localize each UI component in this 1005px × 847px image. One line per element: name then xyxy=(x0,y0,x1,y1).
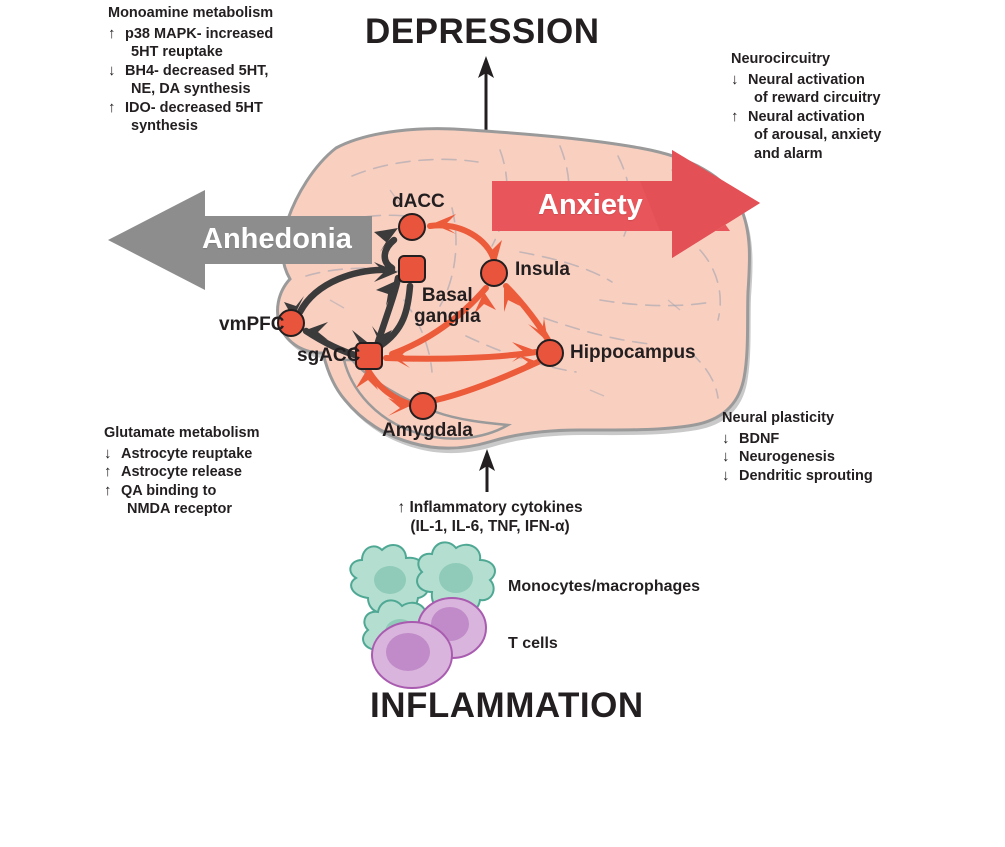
note-line: and alarm xyxy=(754,145,823,162)
node-basal-ganglia xyxy=(398,255,426,283)
arrow-down-symbol: ↓ xyxy=(722,466,730,484)
arrow-up-symbol: ↑ xyxy=(108,98,116,116)
cytokine-line-1: ↑ Inflammatory cytokines xyxy=(397,499,583,516)
arrow-down-symbol: ↓ xyxy=(722,448,730,465)
note-line: NE, DA synthesis xyxy=(131,81,251,97)
note-line: Astrocyte reuptake xyxy=(121,445,253,462)
note-heading: Neurocircuitry xyxy=(731,51,831,67)
note-neural-plasticity: Neural plasticity ↓ BDNF ↓ Neurogenesis … xyxy=(722,409,873,485)
region-label-sgacc: sgACC xyxy=(297,345,361,366)
note-item: ↑ Neural activation of arousal, anxiety … xyxy=(731,108,881,164)
note-line: of arousal, anxiety xyxy=(754,127,882,143)
note-line: Neural activation xyxy=(748,71,865,88)
region-label-vmpfc: vmPFC xyxy=(219,314,285,335)
banner-label-anhedonia: Anhedonia xyxy=(202,223,352,255)
label-t-cells: T cells xyxy=(508,635,558,652)
note-line: Neurogenesis xyxy=(739,449,835,465)
note-line: p38 MAPK- increased xyxy=(125,25,274,42)
note-line: BH4- decreased 5HT, xyxy=(125,62,269,79)
note-item: ↑ Astrocyte release xyxy=(104,463,260,482)
arrow-up-symbol: ↑ xyxy=(104,481,112,499)
arrow-up-symbol: ↑ xyxy=(108,24,116,42)
arrow-to-brain xyxy=(479,449,495,492)
note-line: synthesis xyxy=(131,118,198,134)
node-dacc xyxy=(398,213,426,241)
note-item: ↓ BH4- decreased 5HT, NE, DA synthesis xyxy=(108,62,273,99)
region-label-hippocampus: Hippocampus xyxy=(570,342,696,363)
note-line: Neural activation xyxy=(748,108,865,125)
note-item: ↑ IDO- decreased 5HT synthesis xyxy=(108,99,273,136)
arrow-down-symbol: ↓ xyxy=(722,429,730,447)
node-sgacc xyxy=(355,342,383,370)
anhedonia-pathways xyxy=(296,236,414,360)
note-line: IDO- decreased 5HT xyxy=(125,99,263,116)
note-line: 5HT reuptake xyxy=(131,44,223,60)
note-item: ↓ BDNF xyxy=(722,430,873,449)
note-item: ↓ Neural activation of reward circuitry xyxy=(731,71,881,108)
cytokine-line-2: (IL-1, IL-6, TNF, IFN-α) xyxy=(410,518,570,535)
node-vmpfc xyxy=(277,309,305,337)
arrow-to-depression xyxy=(478,56,494,131)
node-amygdala xyxy=(409,392,437,420)
arrow-down-symbol: ↓ xyxy=(731,70,739,88)
arrow-down-symbol: ↓ xyxy=(108,61,116,79)
arrow-down-symbol: ↓ xyxy=(104,444,112,462)
region-label-insula: Insula xyxy=(515,259,570,280)
note-neurocircuitry: Neurocircuitry ↓ Neural activation of re… xyxy=(731,50,881,163)
node-hippocampus xyxy=(536,339,564,367)
banner-label-anxiety: Anxiety xyxy=(538,189,643,221)
note-item: ↓ Neurogenesis xyxy=(722,448,873,467)
brain-region-nodes xyxy=(277,213,564,420)
arrow-up-symbol: ↑ xyxy=(731,107,739,125)
page-title-depression: DEPRESSION xyxy=(365,12,600,51)
arrow-up-symbol: ↑ xyxy=(104,463,112,480)
note-line: BDNF xyxy=(739,430,780,447)
cytokine-caption: ↑ Inflammatory cytokines (IL-1, IL-6, TN… xyxy=(370,498,610,536)
note-monoamine-metabolism: Monoamine metabolism ↑ p38 MAPK- increas… xyxy=(108,4,273,136)
note-line: of reward circuitry xyxy=(754,90,881,106)
page-title-inflammation: INFLAMMATION xyxy=(370,686,644,725)
note-heading: Glutamate metabolism xyxy=(104,425,260,441)
note-glutamate-metabolism: Glutamate metabolism ↓ Astrocyte reuptak… xyxy=(104,424,260,519)
label-monocytes-macrophages: Monocytes/macrophages xyxy=(508,578,701,595)
banner-anhedonia xyxy=(108,190,372,290)
note-item: ↓ Dendritic sprouting xyxy=(722,467,873,486)
banner-anxiety xyxy=(492,150,760,258)
immune-cell-cluster xyxy=(349,541,496,689)
node-insula xyxy=(480,259,508,287)
note-heading: Neural plasticity xyxy=(722,410,835,426)
region-label-dacc: dACC xyxy=(392,191,445,212)
anxiety-arrowheads xyxy=(356,214,548,416)
note-heading: Monoamine metabolism xyxy=(108,5,274,21)
region-label-amygdala: Amygdala xyxy=(382,420,473,441)
note-item: ↑ p38 MAPK- increased 5HT reuptake xyxy=(108,25,273,62)
note-line: Dendritic sprouting xyxy=(739,467,873,484)
note-line: Astrocyte release xyxy=(121,464,242,480)
note-item: ↓ Astrocyte reuptake xyxy=(104,445,260,464)
note-line: QA binding to xyxy=(121,482,217,499)
note-line: NMDA receptor xyxy=(127,501,233,517)
note-item: ↑ QA binding to NMDA receptor xyxy=(104,482,260,519)
